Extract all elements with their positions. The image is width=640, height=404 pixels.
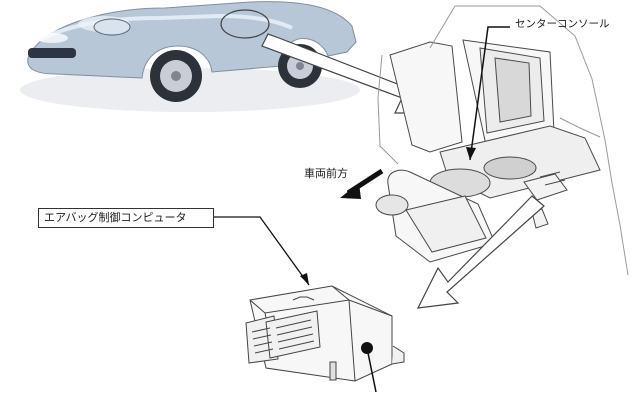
- center-console-illustration: [375, 5, 629, 276]
- airbag-controller-leader-line: [214, 216, 310, 286]
- airbag-controller-illustration: [245, 285, 405, 382]
- callout-arrow-console-to-ecu: [416, 195, 545, 309]
- label-vehicle-forward: 車両前方: [304, 167, 348, 180]
- label-airbag-controller: エアバッグ制御コンピュータ: [44, 211, 187, 224]
- vehicle-forward-arrow: [340, 168, 384, 199]
- label-center-console: センターコンソール: [515, 18, 610, 30]
- center-console-leader-line: [469, 26, 510, 161]
- car-image: [0, 0, 380, 130]
- airbag-controller-label-box: [38, 208, 214, 228]
- airbag-controller-part-leader: [366, 347, 377, 393]
